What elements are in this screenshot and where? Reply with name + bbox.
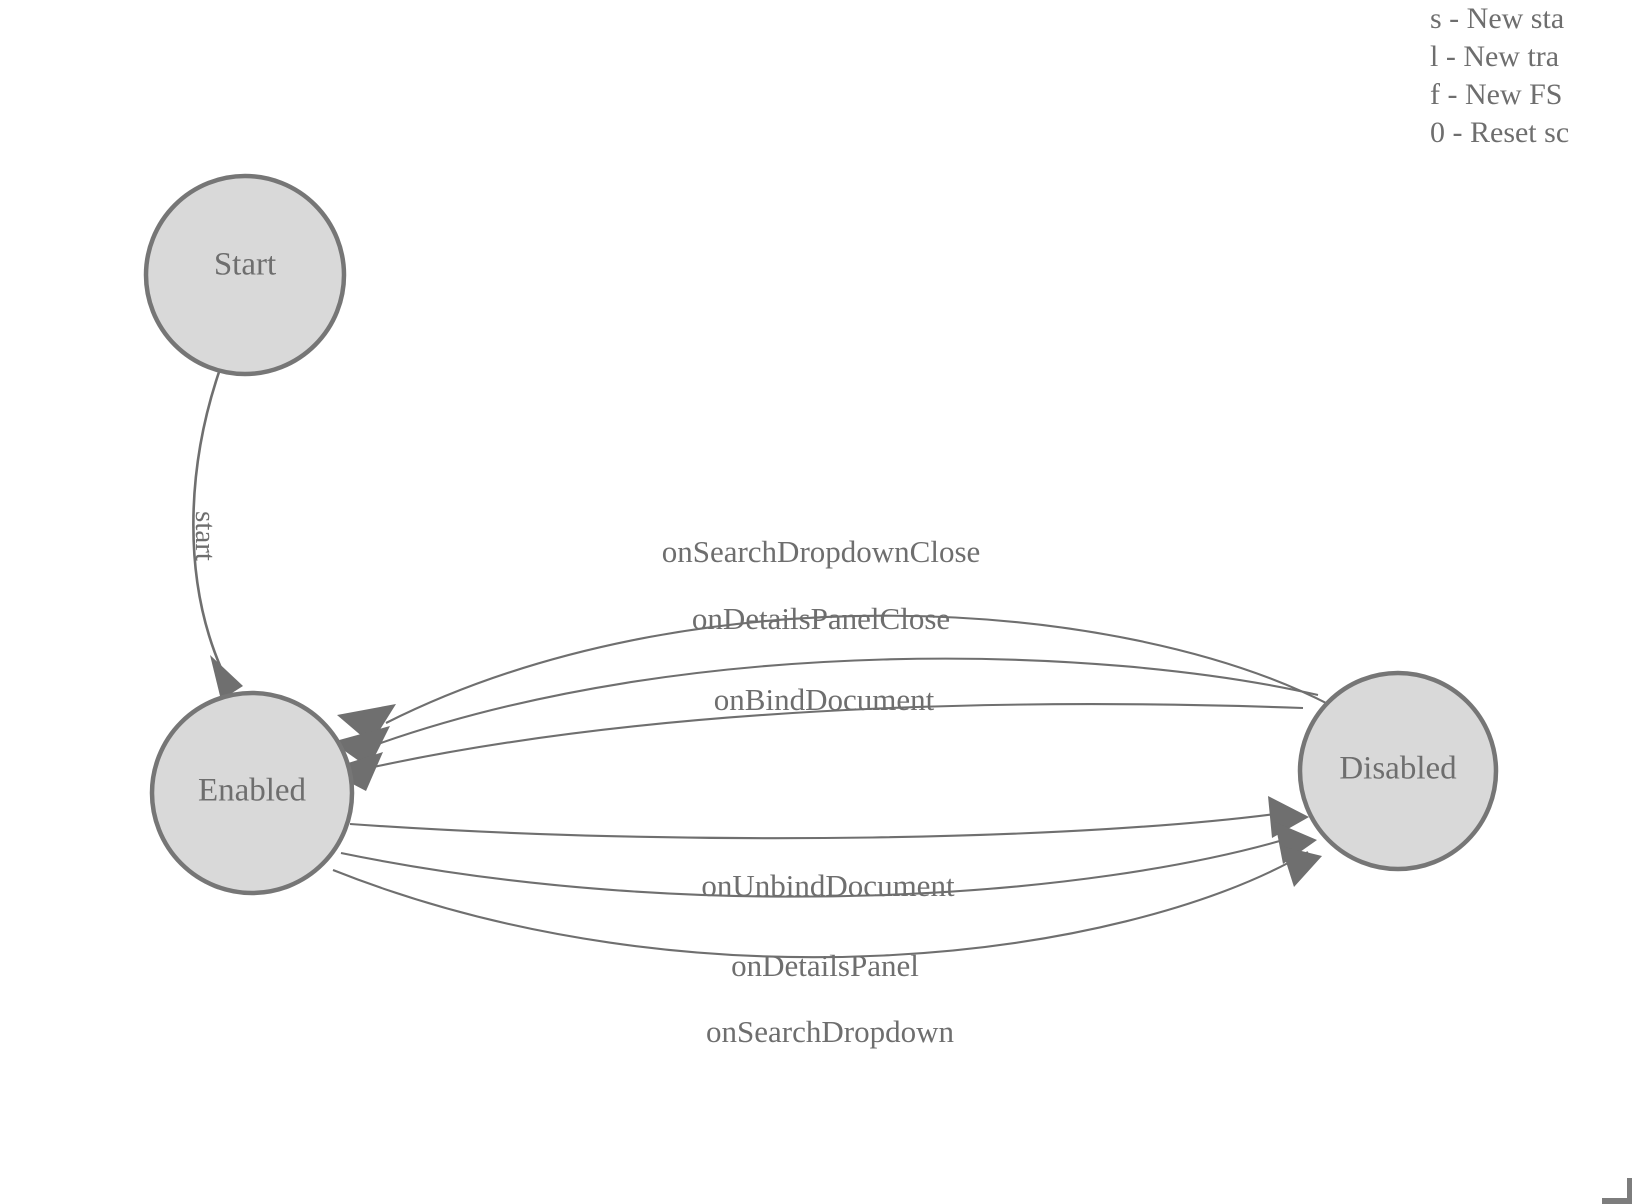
transition-onDetailsPanel[interactable]: onDetailsPanel: [340, 822, 1317, 983]
transition-onSearchDropdownClose-arrowhead: [337, 704, 396, 744]
transition-onDetailsPanelClose-arrowhead: [332, 726, 390, 768]
state-node-start-label: Start: [214, 247, 276, 283]
resize-corner-horizontal-bar: [1602, 1198, 1632, 1204]
transition-onDetailsPanel-path: [340, 833, 1301, 898]
legend-line-new-state: s - New sta: [1430, 2, 1565, 35]
transition-onSearchDropdownClose-label: onSearchDropdownClose: [662, 534, 981, 569]
transition-start[interactable]: start: [189, 371, 243, 700]
keyboard-shortcut-legend: s - New sta l - New tra f - New FS 0 - R…: [1430, 0, 1632, 152]
transition-onSearchDropdown-path: [332, 851, 1309, 959]
transition-onDetailsPanel-label: onDetailsPanel: [731, 948, 919, 983]
state-node-enabled[interactable]: Enabled: [149, 690, 355, 896]
transition-onDetailsPanelClose-path: [377, 657, 1319, 745]
transition-onSearchDropdownClose[interactable]: onSearchDropdownClose: [337, 534, 1331, 744]
state-node-disabled[interactable]: Disabled: [1297, 670, 1499, 872]
transition-onSearchDropdownClose-path: [385, 614, 1331, 724]
transition-onBindDocument-label: onBindDocument: [714, 682, 935, 717]
transition-onSearchDropdown-arrowhead: [1281, 846, 1322, 887]
legend-line-new-transition: l - New tra: [1430, 40, 1560, 73]
transition-onSearchDropdown[interactable]: onSearchDropdown: [332, 846, 1322, 1049]
resize-corner[interactable]: [1596, 1178, 1632, 1204]
state-node-enabled-label: Enabled: [198, 773, 307, 809]
transition-onBindDocument-path: [368, 703, 1304, 770]
transition-onUnbindDocument-label: onUnbindDocument: [701, 868, 955, 903]
transition-onDetailsPanelClose-label: onDetailsPanelClose: [692, 601, 950, 636]
transition-onBindDocument-arrowhead: [326, 752, 383, 791]
transition-onSearchDropdown-label: onSearchDropdown: [706, 1014, 954, 1049]
state-node-disabled-label: Disabled: [1339, 751, 1457, 787]
state-node-start[interactable]: Start: [143, 173, 347, 377]
legend-line-new-fsm: f - New FS: [1430, 78, 1563, 111]
state-node-start-circle[interactable]: [143, 173, 347, 377]
transition-start-arrowhead: [210, 655, 243, 700]
legend-line-reset-scale: 0 - Reset sc: [1430, 116, 1570, 149]
transition-onDetailsPanelClose[interactable]: onDetailsPanelClose: [332, 601, 1319, 768]
transition-start-label: start: [189, 511, 221, 561]
transition-onUnbindDocument[interactable]: onUnbindDocument: [349, 796, 1309, 903]
transition-onUnbindDocument-path: [349, 810, 1291, 840]
resize-corner-vertical-bar: [1627, 1178, 1632, 1204]
transition-onBindDocument[interactable]: onBindDocument: [326, 682, 1304, 791]
state-node-disabled-circle[interactable]: [1297, 670, 1499, 872]
state-node-enabled-circle[interactable]: [149, 690, 355, 896]
transition-start-path: [192, 371, 223, 669]
